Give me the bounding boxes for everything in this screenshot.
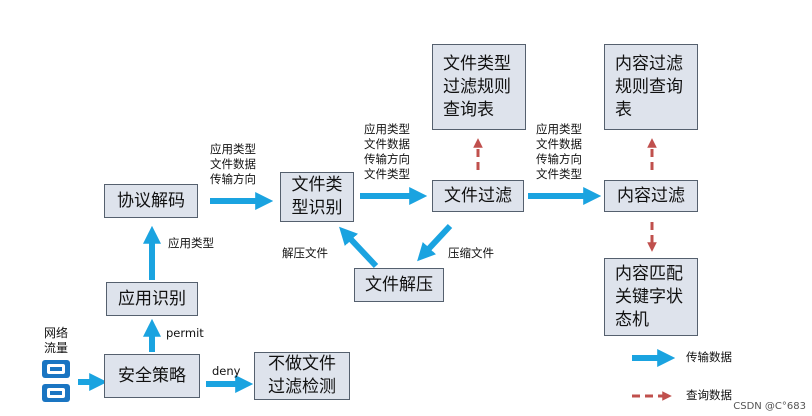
server-icon	[42, 360, 70, 402]
label-flow1: 应用类型 文件数据 传输方向	[210, 142, 256, 186]
security-policy-box: 安全策略	[104, 354, 200, 398]
file-decompress-box: 文件解压	[354, 268, 444, 302]
label-decompressed-file: 解压文件	[282, 246, 328, 260]
arrow-decompressed	[339, 226, 379, 269]
legend-query-label: 查询数据	[686, 388, 732, 402]
label-flow2: 应用类型 文件数据 传输方向 文件类型	[364, 122, 410, 181]
file-filter-box: 文件过滤	[432, 180, 524, 212]
label-flow3: 应用类型 文件数据 传输方向 文件类型	[536, 122, 582, 181]
label-compressed-file: 压缩文件	[448, 246, 494, 260]
watermark: CSDN @C°683	[733, 401, 806, 412]
app-identify-box: 应用识别	[106, 282, 198, 316]
arrow-compressed	[417, 223, 453, 262]
file-type-rule-table-box: 文件类型 过滤规则 查询表	[432, 44, 526, 130]
content-rule-table-box: 内容过滤 规则查询 表	[604, 44, 698, 130]
label-permit: permit	[166, 326, 204, 340]
protocol-decode-box: 协议解码	[104, 184, 198, 218]
label-network-traffic: 网络 流量	[44, 326, 69, 355]
legend-transfer-label: 传输数据	[686, 350, 732, 364]
label-app-type: 应用类型	[168, 236, 214, 250]
file-type-identify-box: 文件类 型识别	[280, 172, 354, 222]
label-deny: deny	[212, 364, 241, 378]
content-filter-box: 内容过滤	[604, 180, 698, 212]
no-filter-box: 不做文件 过滤检测	[254, 352, 350, 400]
content-match-box: 内容匹配 关键字状 态机	[604, 258, 698, 336]
